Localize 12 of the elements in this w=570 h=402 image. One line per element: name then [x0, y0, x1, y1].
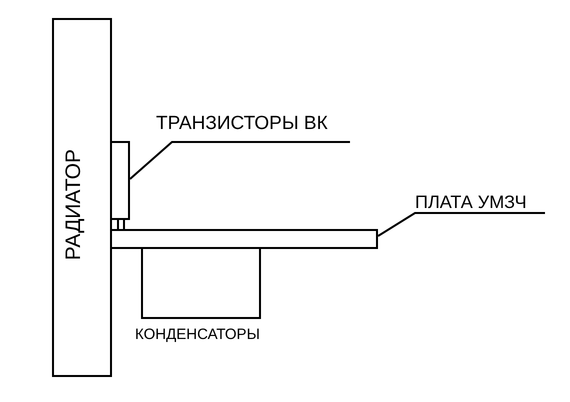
circuit-board [110, 229, 378, 249]
capacitor-block [141, 247, 261, 319]
lead-wire [117, 220, 119, 229]
part-label: РАДИАТОР [62, 148, 84, 260]
transistor-body [110, 141, 130, 220]
leader-line [377, 212, 545, 237]
callout-text: ПЛАТА УМЗЧ [415, 193, 527, 211]
callout-text: ТРАНЗИСТОРЫ ВК [156, 114, 328, 133]
leader-line [129, 141, 350, 180]
heatsink-body [52, 18, 112, 377]
part-label: КОНДЕНСАТОРЫ [135, 327, 260, 342]
lead-wire [123, 220, 125, 229]
